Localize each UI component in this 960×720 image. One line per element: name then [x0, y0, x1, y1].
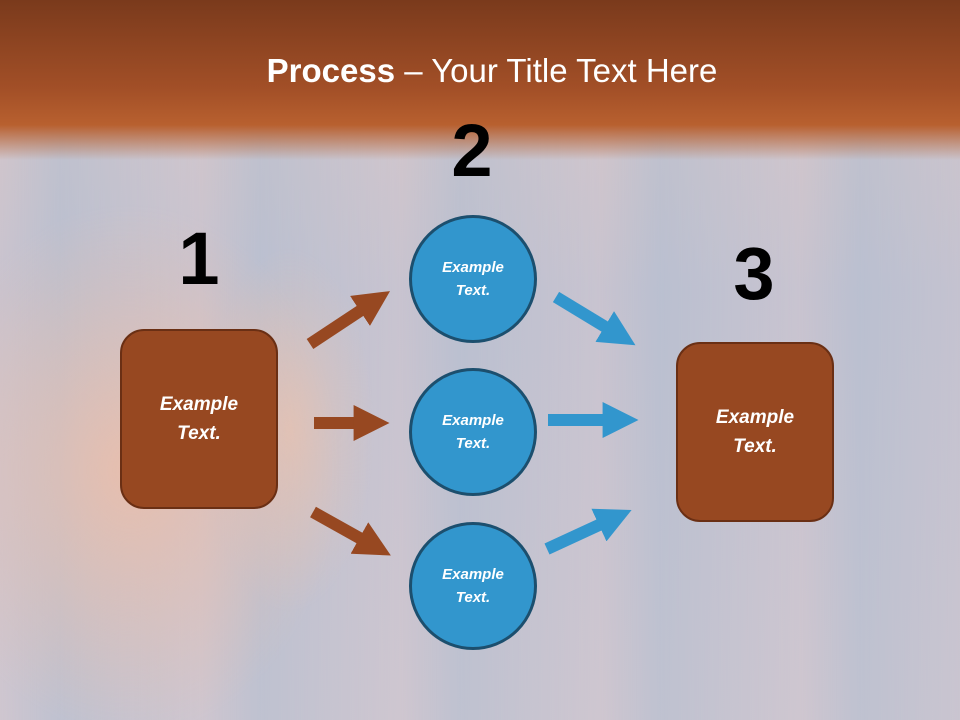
step-3-text-line1: Example — [715, 407, 795, 428]
arrow-blue-up-right — [544, 508, 632, 555]
title-rest: – Your Title Text Here — [395, 52, 718, 89]
step-1-text-line1: Example — [159, 394, 239, 415]
step-number-1: 1 — [178, 217, 220, 300]
arrow-blue-down-right — [552, 291, 636, 346]
circle-text-line2: Text. — [455, 435, 491, 452]
step-3-text-line2: Text. — [733, 436, 777, 457]
arrow-up-right — [306, 291, 391, 350]
title-bold: Process — [266, 52, 396, 89]
step-number-2: 2 — [451, 109, 493, 192]
circle-text-line1: Example — [442, 566, 504, 583]
circle-text-line2: Text. — [455, 589, 491, 606]
slide-title: Process – Your Title Text Here — [0, 52, 960, 90]
circle-text-line1: Example — [442, 259, 504, 276]
step-number-3: 3 — [733, 232, 775, 315]
circle-text-line2: Text. — [455, 282, 491, 299]
circle-text-line1: Example — [442, 412, 504, 429]
title-bar — [0, 0, 960, 160]
arrow-down-right — [310, 506, 391, 556]
step-1-text-line2: Text. — [177, 423, 221, 444]
